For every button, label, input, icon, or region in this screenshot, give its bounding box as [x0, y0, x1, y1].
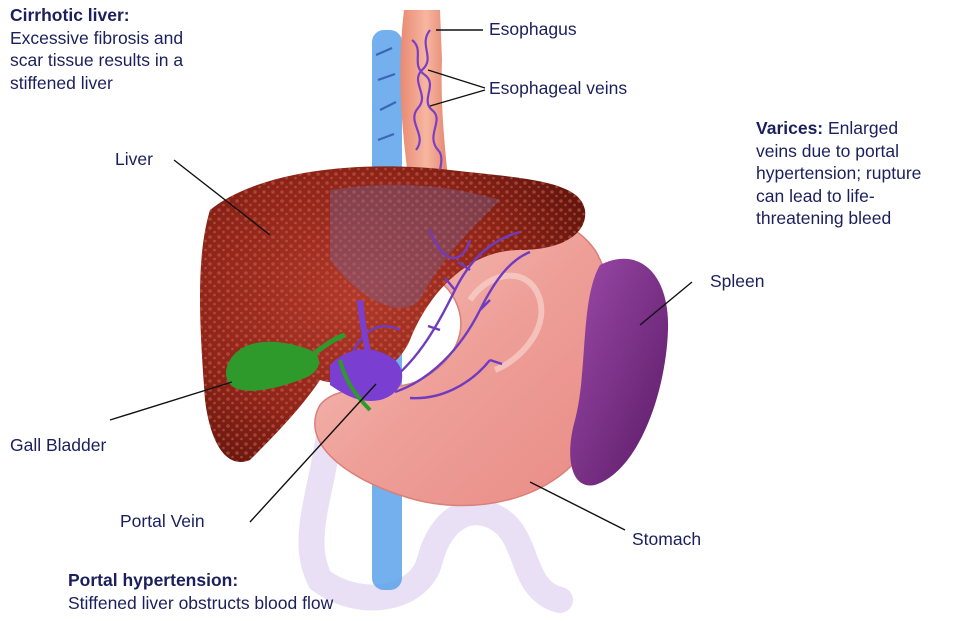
label-spleen: Spleen: [710, 270, 765, 293]
portal-hypertension-line-1: Stiffened liver obstructs blood flow: [68, 592, 333, 615]
cirrhotic-liver-heading: Cirrhotic liver:: [10, 4, 183, 27]
varices-line-2: hypertension; rupture: [756, 162, 921, 185]
portal-hypertension-heading: Portal hypertension:: [68, 569, 333, 592]
label-liver: Liver: [115, 148, 153, 171]
varices-heading: Varices:: [756, 118, 823, 138]
cirrhotic-liver-line-1: Excessive fibrosis and: [10, 27, 183, 50]
cirrhotic-liver-callout: Cirrhotic liver: Excessive fibrosis and …: [10, 4, 183, 94]
varices-line-4: threatening bleed: [756, 207, 921, 230]
label-stomach: Stomach: [632, 528, 701, 551]
varices-callout: Varices: Enlarged veins due to portal hy…: [756, 117, 921, 230]
varices-line-0: Enlarged: [823, 118, 898, 138]
cirrhotic-liver-line-3: stiffened liver: [10, 72, 183, 95]
portal-hypertension-callout: Portal hypertension: Stiffened liver obs…: [68, 569, 333, 614]
label-esophagus: Esophagus: [489, 18, 577, 41]
varices-line-3: can lead to life-: [756, 185, 921, 208]
varices-line-1: veins due to portal: [756, 140, 921, 163]
cirrhotic-liver-line-2: scar tissue results in a: [10, 49, 183, 72]
label-portal-vein: Portal Vein: [120, 510, 205, 533]
label-esophageal-veins: Esophageal veins: [489, 77, 627, 100]
label-gall-bladder: Gall Bladder: [10, 434, 106, 457]
